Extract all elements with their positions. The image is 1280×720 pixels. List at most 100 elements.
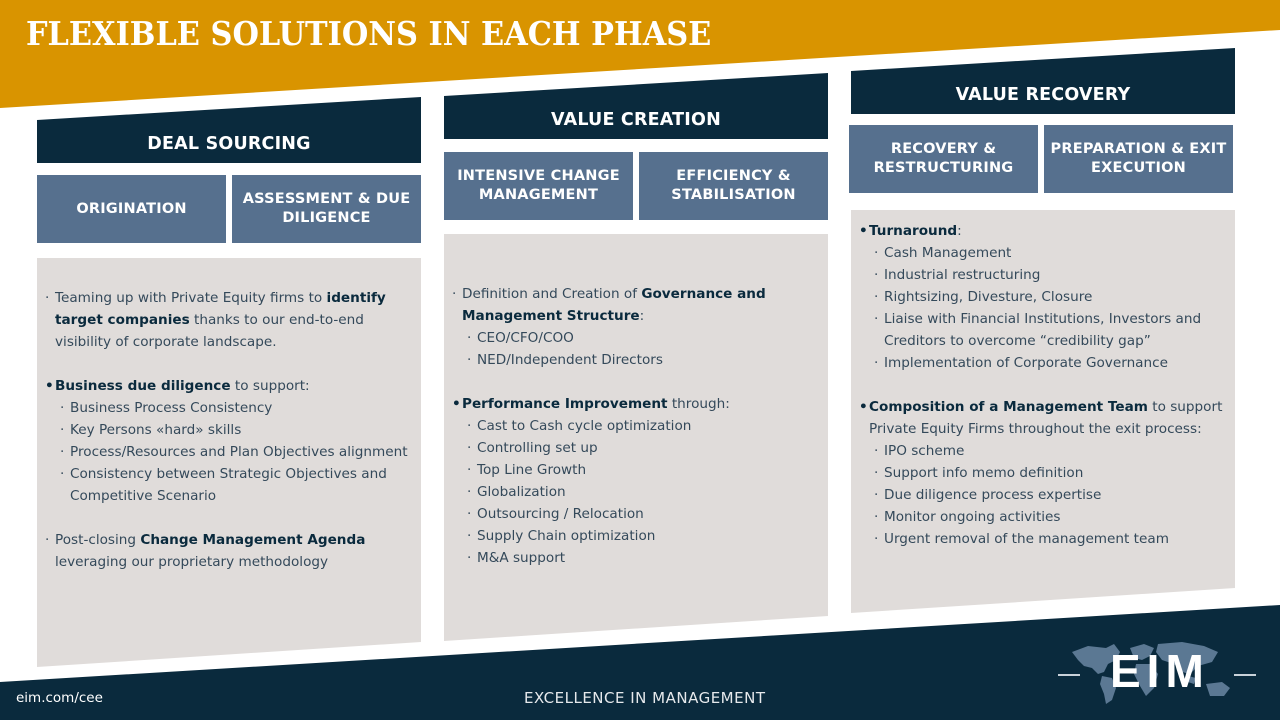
bullet-text: : — [957, 223, 962, 239]
phase-content-panel: · Teaming up with Private Equity firms t… — [37, 258, 421, 667]
bullet-icon: · — [60, 400, 65, 416]
sub-bullet-item: · M&A support — [452, 547, 822, 569]
sub-bullet-item: · Cash Management — [859, 242, 1229, 264]
sub-phase-row: INTENSIVE CHANGE MANAGEMENT EFFICIENCY &… — [444, 152, 828, 220]
bullet-icon: · — [874, 311, 879, 327]
bullet-item: • Composition of a Management Team to su… — [859, 396, 1229, 440]
bullet-bold-text: Business due diligence — [55, 378, 231, 394]
bullet-item: • Business due diligence to support: — [45, 375, 415, 397]
bullet-text: Post-closing — [55, 532, 141, 548]
phase-header: VALUE CREATION — [444, 73, 828, 139]
bullet-bold-text: Composition of a Management Team — [869, 399, 1148, 415]
sub-bullet-text: Consistency between Strategic Objectives… — [70, 466, 387, 504]
bullet-item: · Post-closing Change Management Agenda … — [45, 529, 415, 573]
sub-bullet-item: ·Liaise with Financial Institutions, Inv… — [859, 308, 1229, 352]
sub-phase-row: RECOVERY & RESTRUCTURING PREPARATION & E… — [849, 125, 1233, 193]
bullet-icon: · — [874, 443, 879, 459]
sub-bullet-text: Business Process Consistency — [70, 400, 273, 416]
footer-tagline: EXCELLENCE IN MANAGEMENT — [524, 689, 766, 707]
bullet-bold-text: Performance Improvement — [462, 396, 668, 412]
bullet-icon: • — [45, 378, 54, 394]
sub-bullet-text: M&A support — [477, 550, 566, 566]
sub-bullet-text: Top Line Growth — [477, 462, 587, 478]
bullet-text: leveraging our proprietary methodology — [55, 554, 329, 570]
bullet-icon: · — [60, 466, 65, 482]
eim-logo: EIM — [1058, 638, 1258, 708]
bullet-text: to support: — [230, 378, 310, 394]
sub-bullet-text: CEO/CFO/COO — [477, 330, 574, 346]
bullet-text: Definition and Creation of — [462, 286, 642, 302]
sub-bullet-item: · Implementation of Corporate Governance — [859, 352, 1229, 374]
sub-bullet-item: ·Outsourcing / Relocation — [452, 503, 822, 525]
sub-phase-row: ORIGINATION ASSESSMENT & DUE DILIGENCE — [37, 175, 421, 243]
sub-bullet-item: ·Urgent removal of the management team — [859, 528, 1229, 550]
bullet-icon: · — [874, 487, 879, 503]
footer-url-link[interactable]: eim.com/cee — [16, 690, 103, 706]
bullet-text: Teaming up with Private Equity firms to — [55, 290, 327, 306]
sub-phase-recovery: RECOVERY & RESTRUCTURING — [849, 125, 1038, 193]
sub-phase-efficiency: EFFICIENCY & STABILISATION — [639, 152, 828, 220]
bullet-icon: · — [874, 267, 879, 283]
sub-bullet-text: Cast to Cash cycle optimization — [477, 418, 692, 434]
bullet-text: thanks to our end-to-end visibility of c… — [55, 312, 364, 350]
bullet-text: to support Private Equity Firms througho… — [869, 399, 1223, 437]
bullet-text: : — [639, 308, 645, 324]
bullet-icon: · — [874, 509, 879, 525]
bullet-icon: · — [467, 550, 472, 566]
bullet-icon: · — [60, 444, 65, 460]
bullet-icon: • — [859, 223, 868, 239]
sub-bullet-item: · Globalization — [452, 481, 822, 503]
sub-bullet-item: · CEO/CFO/COO — [452, 327, 822, 349]
bullet-icon: · — [467, 484, 472, 500]
bullet-icon: • — [452, 396, 461, 412]
bullet-bold-text: identify target companies — [55, 290, 386, 328]
sub-bullet-text: NED/Independent Directors — [477, 352, 663, 368]
bullet-icon: · — [60, 422, 65, 438]
sub-bullet-item: ·Supply Chain optimization — [452, 525, 822, 547]
sub-bullet-text: Cash Management — [884, 245, 1012, 261]
phase-header: VALUE RECOVERY — [851, 48, 1235, 114]
sub-bullet-text: Controlling set up — [477, 440, 598, 456]
sub-bullet-item: · Top Line Growth — [452, 459, 822, 481]
sub-bullet-text: Key Persons «hard» skills — [70, 422, 242, 438]
sub-bullet-item: · Due diligence process expertise — [859, 484, 1229, 506]
bullet-icon: · — [874, 355, 879, 371]
sub-bullet-text: Monitor ongoing activities — [884, 509, 1061, 525]
bullet-bold-text: Governance and Management Structure — [462, 286, 766, 324]
phase-header-label: DEAL SOURCING — [147, 134, 311, 154]
bullet-icon: · — [874, 465, 879, 481]
phase-content-panel: · Definition and Creation of Governance … — [444, 234, 828, 641]
bullet-icon: · — [874, 531, 879, 547]
bullet-icon: · — [467, 440, 472, 456]
sub-phase-origination: ORIGINATION — [37, 175, 226, 243]
phase-content-panel: • Turnaround: · Cash Management ·Industri… — [851, 210, 1235, 613]
bullet-bold-text: Change Management Agenda — [140, 532, 366, 548]
sub-bullet-text: Globalization — [477, 484, 566, 500]
sub-bullet-item: ·Cast to Cash cycle optimization — [452, 415, 822, 437]
bullet-item: • Performance Improvement through: — [452, 393, 822, 415]
bullet-icon: · — [45, 290, 50, 306]
bullet-icon: · — [874, 289, 879, 305]
sub-bullet-text: Implementation of Corporate Governance — [884, 355, 1168, 371]
sub-bullet-item: · Consistency between Strategic Objective… — [45, 463, 415, 507]
sub-bullet-item: ·Process/Resources and Plan Objectives a… — [45, 441, 415, 463]
bullet-text: through: — [667, 396, 730, 412]
sub-bullet-item: · Key Persons «hard» skills — [45, 419, 415, 441]
bullet-icon: · — [467, 352, 472, 368]
bullet-item: · Teaming up with Private Equity firms t… — [45, 287, 415, 353]
sub-bullet-text: Outsourcing / Relocation — [477, 506, 644, 522]
bullet-icon: · — [452, 286, 457, 302]
bullet-item: • Turnaround: — [859, 220, 1229, 242]
sub-bullet-item: · Controlling set up — [452, 437, 822, 459]
sub-bullet-item: ·Rightsizing, Divesture, Closure — [859, 286, 1229, 308]
bullet-item: · Definition and Creation of Governance … — [452, 283, 822, 327]
sub-bullet-item: · NED/Independent Directors — [452, 349, 822, 371]
sub-phase-intensive-change: INTENSIVE CHANGE MANAGEMENT — [444, 152, 633, 220]
sub-bullet-item: ·Industrial restructuring — [859, 264, 1229, 286]
bullet-icon: · — [874, 245, 879, 261]
bullet-icon: · — [467, 462, 472, 478]
sub-bullet-text: Due diligence process expertise — [884, 487, 1102, 503]
sub-bullet-text: Support info memo definition — [884, 465, 1084, 481]
bullet-icon: · — [467, 330, 472, 346]
page-title: FLEXIBLE SOLUTIONS IN EACH PHASE — [26, 14, 712, 53]
